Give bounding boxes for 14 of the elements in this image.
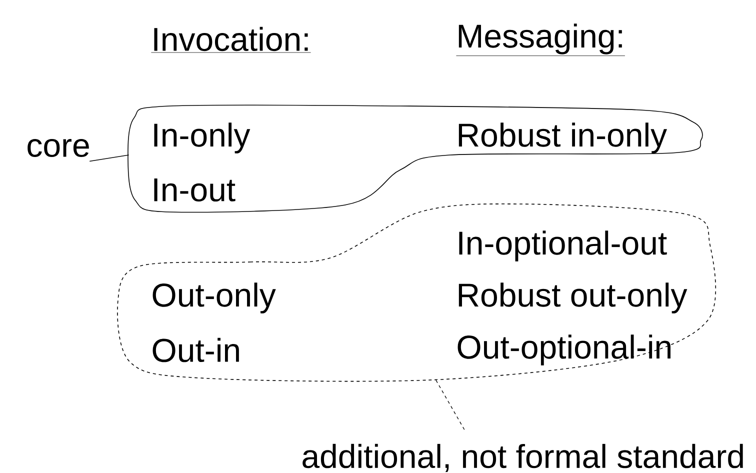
leader-line	[436, 380, 466, 432]
item-text: In-optional-out	[459, 230, 667, 262]
column-heading: Messaging:	[456, 24, 626, 56]
item-text: Out-optional-in	[458, 334, 670, 366]
note-text: core	[28, 138, 89, 158]
leader-line	[89, 154, 130, 162]
note-text: additional, not formal standard	[302, 444, 743, 472]
item-text: Out-only	[152, 282, 276, 314]
item-text: Robust in-only	[458, 122, 667, 154]
item-text: Robust out-only	[458, 282, 688, 314]
column-heading: Invocation:	[151, 26, 311, 53]
item-text: In-out	[154, 178, 236, 202]
item-text: Out-in	[152, 338, 239, 362]
item-text: In-only	[154, 122, 250, 154]
